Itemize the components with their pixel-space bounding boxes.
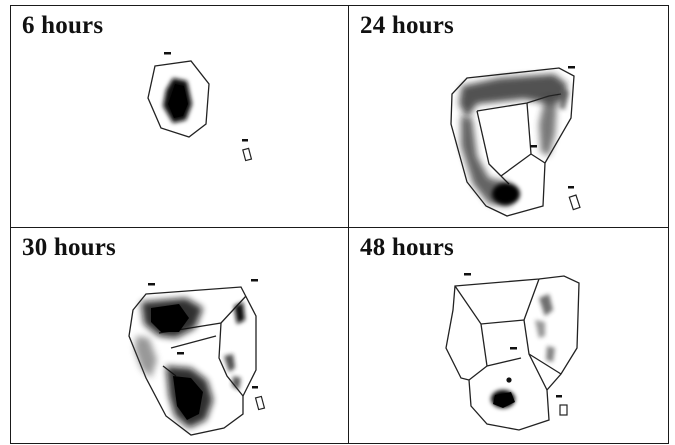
panel-24-hours: 24 hours [348,5,669,228]
scale-symbol [569,195,580,210]
tick-mark [530,145,537,148]
panel-30-hours: 30 hours [10,227,349,444]
panel-6-hours: 6 hours [10,5,349,228]
brain-section-drawing [349,6,669,228]
labeled-region [135,298,245,428]
section-outline [446,276,579,430]
scale-symbol [560,405,567,415]
panel-48-hours: 48 hours [348,227,669,444]
tick-mark [242,139,248,142]
tick-mark [464,273,471,276]
tick-mark [148,283,155,286]
labeled-region [163,78,192,123]
tick-mark [510,347,517,350]
labeled-region [459,74,569,206]
tick-mark [556,395,562,398]
labeled-region [491,294,555,408]
brain-section-drawing [11,228,349,444]
tick-mark [252,386,258,389]
tick-mark [251,279,258,282]
scale-symbol [256,396,265,409]
tick-mark [568,66,575,69]
brain-section-drawing [11,6,349,228]
tick-mark [164,52,171,55]
scale-symbol [243,148,252,160]
brain-section-drawing [349,228,669,444]
tick-mark [568,186,574,189]
tick-mark [177,352,184,355]
